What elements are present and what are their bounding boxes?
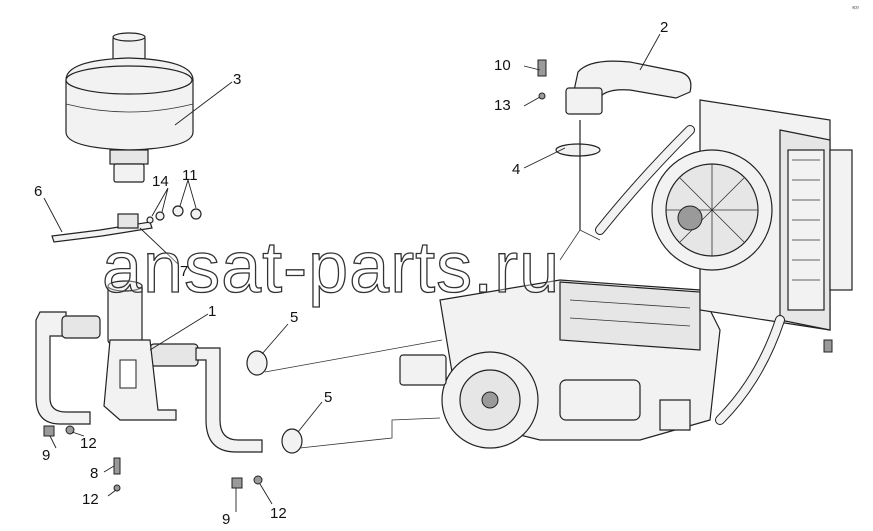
callout-8: 8 [90,465,98,482]
hoses [559,125,785,425]
callout-6: 6 [34,183,42,200]
callout-12-left: 12 [80,435,97,452]
callout-14: 14 [152,173,169,190]
callout-1: 1 [208,303,216,320]
gasket-5a [246,350,268,376]
air-filter [65,32,194,183]
callout-5-upper: 5 [290,309,298,326]
callout-9-left: 9 [42,447,50,464]
callout-5-lower: 5 [324,389,332,406]
callout-12-middle: 12 [82,491,99,508]
routing-line-2 [299,417,441,449]
callout-2: 2 [660,19,668,36]
callout-11: 11 [182,167,198,184]
callout-13: 13 [494,97,511,114]
callout-7: 7 [180,263,188,280]
callout-3: 3 [233,71,241,88]
gasket-5b [281,428,303,454]
upper-hose [537,59,692,230]
engine [399,279,721,449]
leader-lines [43,33,661,512]
callout-labels: 1 2 3 4 5 5 6 7 8 9 9 10 11 12 12 12 13 … [34,19,668,528]
callout-4: 4 [512,161,520,178]
radiator [651,99,853,353]
fasteners [43,425,263,492]
callout-10: 10 [494,57,511,74]
callout-9-bottom: 9 [222,511,230,528]
intake-pipe [35,280,263,453]
mounting-clamp [51,205,202,243]
callout-12-bottom: 12 [270,505,287,522]
corner-mark: ᵃᵖᵖ [852,6,860,12]
routing-line-1 [264,339,443,373]
watermark-text: ansat-parts.ru [102,228,560,308]
